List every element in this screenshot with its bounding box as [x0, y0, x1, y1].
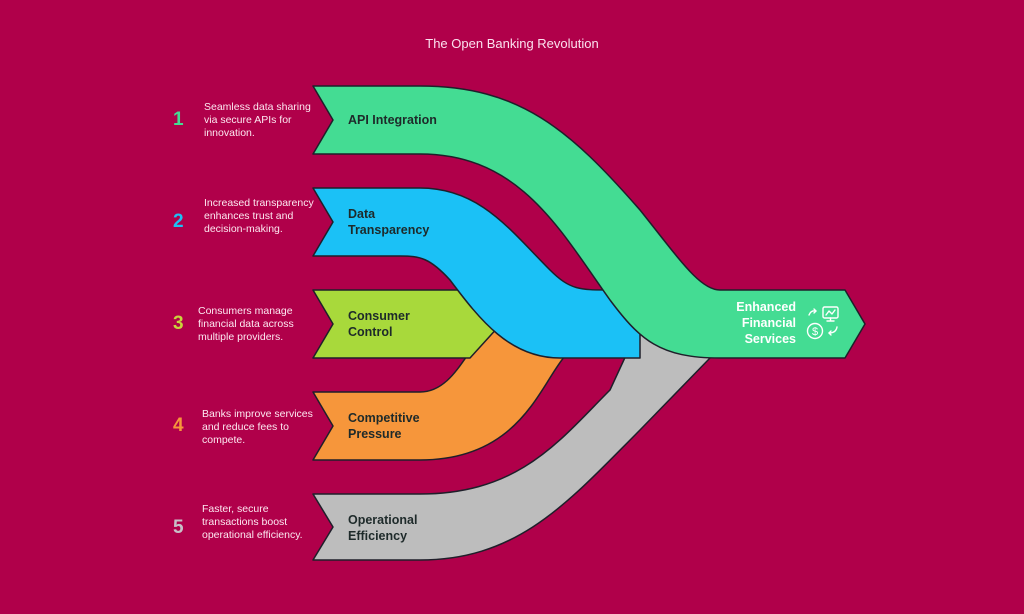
step-number-2: 2 — [173, 211, 184, 232]
output-label: Enhanced Financial Services — [714, 299, 796, 347]
step-number-5: 5 — [173, 517, 184, 538]
step-number-3: 3 — [173, 313, 184, 334]
output-label-line: Enhanced — [736, 300, 796, 314]
band-label-line: Operational — [348, 513, 418, 527]
flow-band-operational-efficiency — [312, 324, 711, 561]
step-number-1: 1 — [173, 109, 184, 130]
band-label-line: Competitive — [348, 411, 420, 425]
arrow-head — [828, 330, 832, 336]
step-description-5: Faster, secure transactions boost operat… — [202, 503, 303, 541]
step-description-4: Banks improve services and reduce fees t… — [202, 408, 313, 446]
flow-band-api-integration — [312, 85, 866, 359]
band-label-line: Data — [348, 207, 376, 221]
band-label-line: Consumer — [348, 309, 410, 323]
flow-band-competitive-pressure — [312, 325, 566, 461]
step-number-4: 4 — [173, 415, 184, 436]
band-label-consumer-control: Consumer Control — [348, 308, 410, 340]
band-label-competitive-pressure: Competitive Pressure — [348, 410, 420, 442]
flow-band-data-transparency — [312, 187, 641, 359]
band-label-line: Transparency — [348, 223, 430, 237]
output-label-line: Financial — [741, 316, 796, 330]
band-label-data-transparency: Data Transparency — [348, 206, 429, 238]
monitor-stand — [826, 317, 835, 322]
dollar-coin-icon — [806, 322, 824, 340]
chart-line — [825, 309, 836, 316]
output-label-line: Services — [744, 332, 796, 346]
band-label-line: Pressure — [348, 427, 402, 441]
band-label-line: Control — [348, 325, 393, 339]
band-label-api-integration: API Integration — [348, 112, 437, 128]
step-description-3: Consumers manage financial data across m… — [198, 305, 294, 343]
arrow-head — [813, 308, 817, 314]
arrow-left-icon — [828, 326, 838, 334]
band-label-operational-efficiency: Operational Efficiency — [348, 512, 417, 544]
step-description-2: Increased transparency enhances trust an… — [204, 197, 314, 235]
diagram-title: The Open Banking Revolution — [425, 36, 599, 51]
step-description-1: Seamless data sharing via secure APIs fo… — [204, 101, 311, 139]
financial-services-icon: $ — [806, 306, 839, 340]
band-label-line: API Integration — [348, 113, 437, 127]
dollar-sign: $ — [812, 326, 818, 338]
band-label-line: Efficiency — [348, 529, 408, 543]
